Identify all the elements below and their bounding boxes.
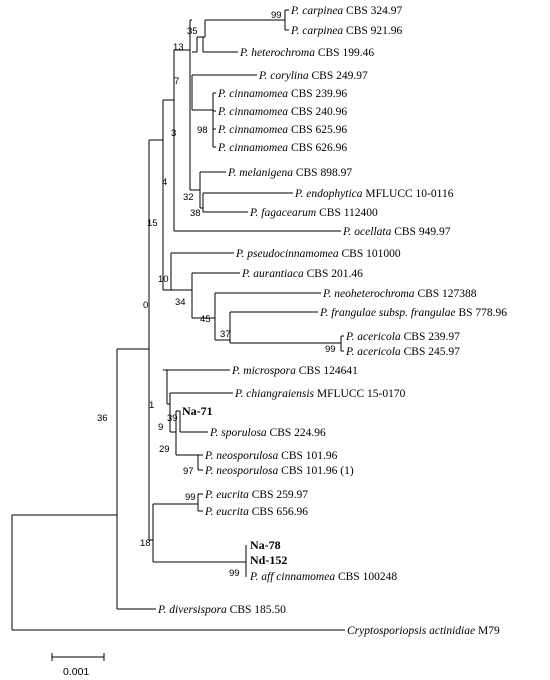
taxon-label: P. carpinea CBS 921.96: [290, 25, 403, 37]
taxon-label: P. eucrita CBS 656.96: [204, 506, 308, 518]
support-label: 29: [159, 444, 170, 455]
taxon-label: P. cinnamomea CBS 239.96: [217, 88, 347, 100]
taxon-label: P. neoheterochroma CBS 127388: [322, 288, 477, 300]
taxon-label: P. cinnamomea CBS 240.96: [217, 106, 347, 118]
taxon-label: P. ocellata CBS 949.97: [342, 226, 451, 238]
support-label: 39: [167, 413, 178, 424]
taxon-label: P. microspora CBS 124641: [231, 365, 358, 377]
taxon-label: P. carpinea CBS 324.97: [290, 5, 403, 17]
taxon-label: P. fagacearum CBS 112400: [249, 207, 378, 219]
support-label: 32: [183, 192, 194, 203]
isolate-label: Na-71: [182, 404, 213, 418]
support-label: 18: [140, 538, 151, 549]
support-label: 4: [162, 177, 167, 188]
support-label: 98: [197, 125, 208, 136]
scale-bar-label: 0.001: [63, 666, 89, 678]
taxon-label: P. sporulosa CBS 224.96: [209, 427, 326, 439]
taxon-label: P. eucrita CBS 259.97: [204, 489, 308, 501]
taxon-label: P. chiangraiensis MFLUCC 15-0170: [234, 388, 406, 400]
support-label: 13: [173, 42, 184, 53]
taxon-label: P. diversispora CBS 185.50: [157, 604, 286, 616]
support-label: 7: [174, 76, 179, 87]
taxon-label: P. aurantiaca CBS 201.46: [241, 268, 363, 280]
tree-branches: [11, 9, 345, 631]
support-label: 45: [200, 314, 211, 325]
support-label: 34: [175, 297, 186, 308]
support-label: 3: [171, 128, 176, 139]
support-label: 9: [158, 422, 163, 433]
support-label: 99: [229, 568, 240, 579]
taxon-label: P. aff cinnamomea CBS 100248: [249, 571, 397, 583]
support-label: 36: [97, 413, 108, 424]
isolate-label: Nd-152: [250, 553, 287, 567]
taxon-labels: P. carpinea CBS 324.97 P. carpinea CBS 9…: [157, 5, 507, 637]
support-label: 99: [185, 492, 196, 503]
taxon-label: P. acericola CBS 239.97: [345, 331, 460, 343]
scale-bar: 0.001: [51, 653, 105, 678]
bootstrap-values: 99 35 13 7 98 3 32 38 4 15 10 34 45 37 9…: [97, 10, 336, 579]
support-label: 35: [187, 26, 198, 37]
support-label: 97: [183, 466, 194, 477]
taxon-label: P. corylina CBS 249.97: [258, 70, 368, 82]
taxon-label: Cryptosporiopsis actinidiae M79: [347, 625, 500, 637]
taxon-label: P. melanigena CBS 898.97: [227, 167, 352, 179]
taxon-label: P. acericola CBS 245.97: [345, 346, 460, 358]
taxon-label: P. neosporulosa CBS 101.96 (1): [204, 465, 354, 477]
support-label: 37: [220, 329, 231, 340]
taxon-label: P. cinnamomea CBS 625.96: [217, 124, 347, 136]
taxon-label: P. cinnamomea CBS 626.96: [217, 142, 347, 154]
support-label: 0: [143, 300, 148, 311]
taxon-label: P. frangulae subsp. frangulae BS 778.96: [319, 307, 507, 319]
taxon-label: P. pseudocinnamomea CBS 101000: [235, 248, 401, 260]
support-label: 99: [271, 10, 282, 21]
support-label: 99: [325, 344, 336, 355]
support-label: 15: [147, 218, 158, 229]
support-label: 38: [190, 208, 201, 219]
taxon-label: P. heterochroma CBS 199.46: [239, 47, 374, 59]
taxon-label: P. endophytica MFLUCC 10-0116: [294, 188, 454, 200]
support-label: 10: [158, 274, 169, 285]
support-label: 1: [149, 400, 154, 411]
taxon-label: P. neosporulosa CBS 101.96: [204, 450, 338, 462]
isolate-label: Na-78: [250, 538, 281, 552]
